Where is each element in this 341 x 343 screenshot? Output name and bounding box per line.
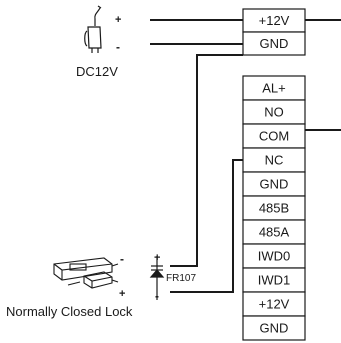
diode-positive-mark: + <box>154 252 160 264</box>
power-positive-mark: + <box>115 14 121 26</box>
main-block-terminal: 485B <box>242 195 306 221</box>
main-block-terminal-label: IWD0 <box>258 249 291 264</box>
wires <box>150 19 341 293</box>
main-block-terminal: NO <box>242 99 306 125</box>
main-block-terminal-label: GND <box>260 321 289 336</box>
main-block-terminal-label: COM <box>259 129 289 144</box>
main-block-terminal-box <box>242 99 306 125</box>
terminal-block-top: +12V GND <box>242 8 306 56</box>
main-block-terminal-box <box>242 147 306 173</box>
main-block-terminal-label: NO <box>264 105 284 120</box>
top-block-terminal: GND <box>242 31 306 56</box>
main-block-terminal: NC <box>242 147 306 173</box>
main-block-terminal-label: 485B <box>259 201 289 216</box>
power-adapter: + - DC12V <box>76 5 121 79</box>
wire-ground-to-lock <box>170 54 243 267</box>
main-block-terminal: +12V <box>242 291 306 317</box>
diode-icon <box>149 256 165 300</box>
top-block-terminal-label: GND <box>260 36 289 51</box>
diode: + - FR107 <box>149 252 196 303</box>
main-block-terminal-box <box>242 123 306 149</box>
main-block-terminal-box <box>242 291 306 317</box>
main-block-terminal: 485A <box>242 219 306 245</box>
main-block-terminal-box <box>242 171 306 197</box>
main-block-terminal-box <box>242 195 306 221</box>
top-block-terminal-label: +12V <box>259 13 290 28</box>
main-block-terminal: IWD0 <box>242 243 306 269</box>
main-block-terminal-label: GND <box>260 177 289 192</box>
main-block-terminal-box <box>242 243 306 269</box>
top-block-terminal: +12V <box>242 8 306 33</box>
main-block-terminal-label: 485A <box>259 225 290 240</box>
main-block-terminal: COM <box>242 123 306 149</box>
lock-positive-mark: + <box>119 288 125 300</box>
main-block-terminal: GND <box>242 171 306 197</box>
diode-negative-mark: - <box>155 289 159 303</box>
main-block-terminal-label: IWD1 <box>258 273 291 288</box>
main-block-terminal: AL+ <box>242 75 306 101</box>
lock-negative-mark: - <box>120 252 124 266</box>
main-block-terminal: GND <box>242 315 306 341</box>
power-supply-label: DC12V <box>76 64 118 79</box>
main-block-terminal-label: NC <box>265 153 284 168</box>
main-block-terminal-box <box>242 219 306 245</box>
main-block-terminal-box <box>242 75 306 101</box>
wire-nc-to-lock <box>170 159 243 293</box>
lock: - + Normally Closed Lock <box>6 252 133 319</box>
main-block-terminal: IWD1 <box>242 267 306 293</box>
power-negative-mark: - <box>116 40 120 54</box>
main-block-terminal-box <box>242 315 306 341</box>
lock-label: Normally Closed Lock <box>6 304 133 319</box>
main-block-terminal-label: AL+ <box>262 81 286 96</box>
power-adapter-icon <box>84 5 102 53</box>
lock-icon <box>53 257 119 289</box>
top-block-terminal-box <box>242 31 306 56</box>
diode-label: FR107 <box>166 273 196 284</box>
main-block-terminal-label: +12V <box>259 297 290 312</box>
main-block-terminal-box <box>242 267 306 293</box>
